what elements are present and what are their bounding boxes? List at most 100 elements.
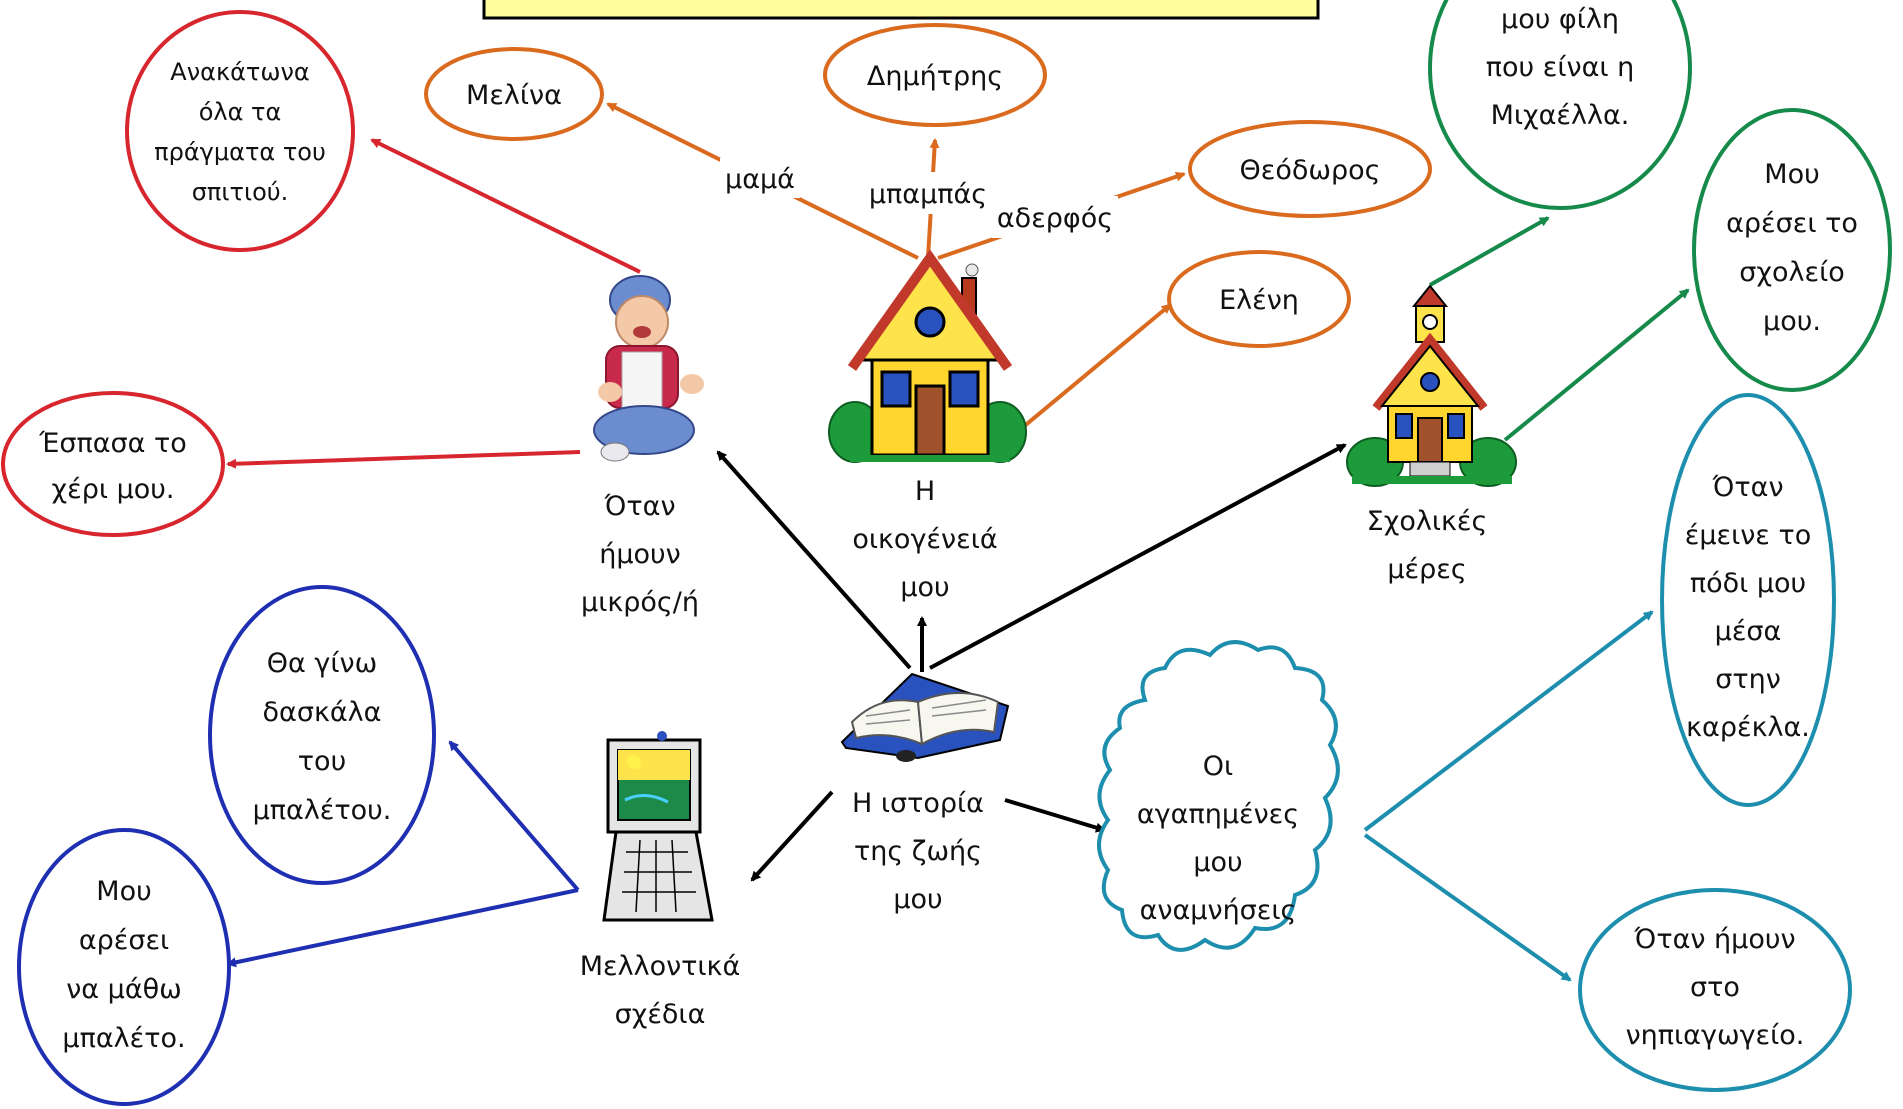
- childhood-memory-1-line-2: όλα τα: [199, 98, 282, 126]
- arrow-center-to-memories: [1004, 798, 1106, 833]
- future-plan-1-line-4: μπαλέτου.: [253, 795, 392, 826]
- cloud-shape: [1097, 640, 1340, 952]
- school-node-label: Σχολικές μέρες: [1367, 506, 1488, 585]
- childhood-memory-1-line-4: σπιτιού.: [192, 178, 289, 206]
- childhood-connectors: [226, 138, 641, 469]
- childhood-title-line-3: μικρός/ή: [581, 587, 699, 618]
- future-plan-2-line-3: να μάθω: [66, 974, 182, 1005]
- school-item-1: μου φίλη που είναι η Μιχαέλλα.: [1428, 0, 1692, 210]
- future-node-label: Μελλοντικά σχέδια: [580, 951, 741, 1030]
- arrow-school-item-2: [1503, 288, 1690, 442]
- future-plan-2-line-1: Μου: [96, 876, 151, 907]
- childhood-memory-2-line-1: Έσπασα το: [38, 428, 187, 459]
- future-title-line-1: Μελλοντικά: [580, 951, 741, 982]
- relation-label-brother: αδερφός: [992, 196, 1118, 238]
- relation-mom-text: μαμά: [725, 164, 795, 195]
- future-plan-1: Θα γίνω δασκάλα του μπαλέτου.: [208, 585, 436, 885]
- memories-title-line-4: αναμνήσεις: [1140, 895, 1297, 926]
- childhood-memory-1: Ανακάτωνα όλα τα πράγματα του σπιτιού.: [125, 10, 355, 252]
- relation-dad-text: μπαμπάς: [869, 179, 987, 210]
- center-title-line-2: της ζωής: [854, 836, 982, 867]
- arrow-memory-1: [1363, 610, 1654, 832]
- school-item-2-line-1: Μου: [1764, 159, 1819, 190]
- family-title-line-1: Η: [915, 476, 935, 507]
- relation-label-dad: μπαμπάς: [868, 172, 988, 214]
- memories-title-line-3: μου: [1193, 847, 1242, 878]
- arrow-childhood-memory-2: [226, 450, 581, 469]
- center-title-line-3: μου: [893, 884, 942, 915]
- memory-item-1-line-2: έμεινε το: [1685, 520, 1812, 551]
- arrow-school-item-1: [1429, 216, 1550, 287]
- memory-item-1-line-3: πόδι μου: [1690, 568, 1806, 599]
- house-icon: [828, 249, 1027, 463]
- school-item-1-line-2: που είναι η: [1486, 52, 1634, 83]
- memories-connectors: [1363, 610, 1654, 982]
- arrow-memory-2: [1363, 833, 1572, 982]
- childhood-node-label: Όταν ήμουν μικρός/ή: [581, 491, 699, 618]
- school-item-1-line-1: μου φίλη: [1501, 4, 1619, 35]
- future-plan-2: Μου αρέσει να μάθω μπαλέτο.: [17, 828, 231, 1106]
- memory-item-1-line-6: καρέκλα.: [1686, 712, 1810, 743]
- childhood-title-line-1: Όταν: [603, 491, 675, 522]
- arrow-center-to-future: [750, 790, 834, 882]
- memories-title-line-1: Οι: [1203, 751, 1233, 782]
- memory-item-2: Όταν ήμουν στο νηπιαγωγείο.: [1578, 888, 1852, 1092]
- center-node-label: Η ιστορία της ζωής μου: [852, 788, 984, 915]
- family-member-mom: Μελίνα: [424, 47, 604, 141]
- arrow-center-to-childhood: [716, 450, 912, 670]
- title-banner: [482, 0, 1320, 20]
- open-book-icon: [840, 672, 1010, 762]
- family-member-mom-name: Μελίνα: [466, 80, 562, 111]
- future-connectors: [226, 740, 580, 968]
- memories-node: Οι αγαπημένες μου αναμνήσεις: [1097, 640, 1340, 952]
- school-item-2-line-2: αρέσει το: [1726, 208, 1858, 239]
- center-title-line-1: Η ιστορία: [852, 788, 984, 819]
- school-connectors: [1429, 216, 1690, 442]
- family-member-sister: Ελένη: [1167, 250, 1351, 348]
- future-plan-1-line-2: δασκάλα: [263, 697, 382, 728]
- memory-item-1-line-4: μέσα: [1715, 616, 1782, 647]
- memory-item-2-line-1: Όταν ήμουν: [1633, 924, 1795, 955]
- relation-label-mom: μαμά: [720, 158, 800, 198]
- arrow-future-plan-2: [226, 888, 579, 968]
- memories-title-line-2: αγαπημένες: [1137, 799, 1299, 830]
- family-member-dad: Δημήτρης: [823, 23, 1047, 127]
- school-item-2-line-3: σχολείο: [1739, 257, 1844, 288]
- future-plan-2-line-4: μπαλέτο.: [62, 1023, 185, 1054]
- memory-item-1-line-1: Όταν: [1711, 472, 1783, 503]
- childhood-memory-1-line-3: πράγματα του: [154, 138, 326, 166]
- arrow-future-plan-1: [448, 740, 580, 892]
- family-member-brother: Θεόδωρος: [1188, 120, 1432, 218]
- family-node-label: Η οικογένειά μου: [852, 476, 997, 603]
- school-item-2-line-4: μου.: [1763, 306, 1821, 337]
- school-item-2: Μου αρέσει το σχολείο μου.: [1692, 108, 1892, 392]
- future-title-line-2: σχέδια: [615, 999, 706, 1030]
- memory-item-1: Όταν έμεινε το πόδι μου μέσα στην καρέκλ…: [1660, 393, 1836, 807]
- school-title-line-1: Σχολικές: [1367, 506, 1488, 537]
- memory-item-2-line-2: στο: [1690, 972, 1740, 1003]
- memory-item-1-line-5: στην: [1715, 664, 1781, 695]
- childhood-memory-1-line-1: Ανακάτωνα: [170, 58, 309, 86]
- family-title-line-2: οικογένειά: [852, 524, 997, 555]
- family-title-line-3: μου: [900, 572, 949, 603]
- relation-brother-text: αδερφός: [997, 203, 1113, 234]
- center-connectors: [716, 443, 1347, 882]
- school-item-1-line-3: Μιχαέλλα.: [1491, 100, 1630, 131]
- childhood-title-line-2: ήμουν: [599, 539, 681, 570]
- future-plan-2-line-2: αρέσει: [79, 925, 169, 956]
- family-member-brother-name: Θεόδωρος: [1240, 155, 1381, 186]
- computer-icon: [602, 731, 714, 922]
- arrow-sister: [1008, 303, 1172, 440]
- memory-item-2-line-3: νηπιαγωγείο.: [1626, 1020, 1805, 1051]
- family-member-sister-name: Ελένη: [1219, 285, 1299, 316]
- future-plan-1-line-3: του: [298, 746, 346, 777]
- future-plan-1-line-1: Θα γίνω: [267, 648, 377, 679]
- childhood-memory-2-line-2: χέρι μου.: [52, 474, 175, 505]
- baby-icon: [593, 275, 704, 462]
- arrow-childhood-memory-1: [370, 138, 641, 274]
- family-member-dad-name: Δημήτρης: [867, 61, 1003, 92]
- childhood-memory-2: Έσπασα το χέρι μου.: [1, 391, 225, 537]
- school-building-icon: [1346, 284, 1517, 487]
- school-title-line-2: μέρες: [1387, 554, 1466, 585]
